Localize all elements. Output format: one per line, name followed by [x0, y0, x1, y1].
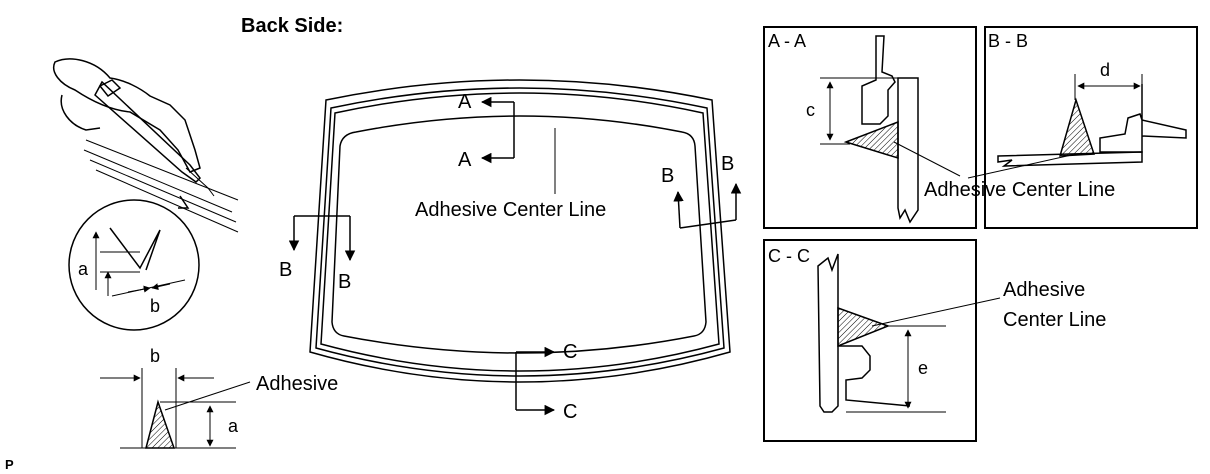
section-a-bottom: A [458, 149, 472, 171]
section-c-bottom: C [563, 401, 577, 423]
panel-cc-title: C - C [768, 246, 810, 266]
section-b-left-marker: B B [279, 215, 356, 293]
panel-bb-title: B - B [988, 31, 1028, 51]
section-c-marker: C C [515, 341, 577, 423]
adhesive-center-line-label-c2: Center Line [1003, 309, 1106, 331]
section-c-top: C [563, 341, 577, 363]
back-side-title: Back Side: [241, 15, 343, 37]
dim-d: d [1100, 60, 1110, 80]
panel-aa-title: A - A [768, 31, 806, 51]
section-b-right-marker: B B [661, 153, 742, 229]
section-b-left-2: B [338, 271, 351, 293]
dim-b-circle: b [150, 296, 160, 316]
adhesive-label: Adhesive [256, 373, 338, 395]
bead-detail-circle: a b [68, 199, 200, 331]
adhesive-bead-detail: b a Adhesive [100, 346, 338, 449]
dim-a-bead: a [228, 416, 239, 436]
panel-section-a-a: A - A c [763, 26, 977, 229]
bead-aa [843, 120, 899, 160]
windshield-outline [309, 79, 731, 383]
panel-section-b-b: B - B d [967, 26, 1198, 229]
section-a-marker: A A [458, 91, 515, 171]
section-b-right-2: B [721, 153, 734, 175]
dim-c: c [806, 100, 815, 120]
dim-e: e [918, 358, 928, 378]
dim-a-circle: a [78, 259, 89, 279]
section-b-right-1: B [661, 165, 674, 187]
panel-section-c-c: C - C e Adhesive Center Line [763, 239, 1106, 442]
dim-b-bead: b [150, 346, 160, 366]
bead-cc [837, 306, 891, 348]
adhesive-center-line-label-ab: Adhesive Center Line [924, 179, 1115, 201]
section-b-left-1: B [279, 259, 292, 281]
adhesive-center-line-label-main: Adhesive Center Line [415, 199, 606, 221]
applicator-illustration [53, 58, 239, 233]
bead-bb [1058, 97, 1096, 157]
section-a-top: A [458, 91, 472, 113]
figure-code: P [5, 457, 14, 472]
adhesive-center-line-label-c1: Adhesive [1003, 279, 1085, 301]
